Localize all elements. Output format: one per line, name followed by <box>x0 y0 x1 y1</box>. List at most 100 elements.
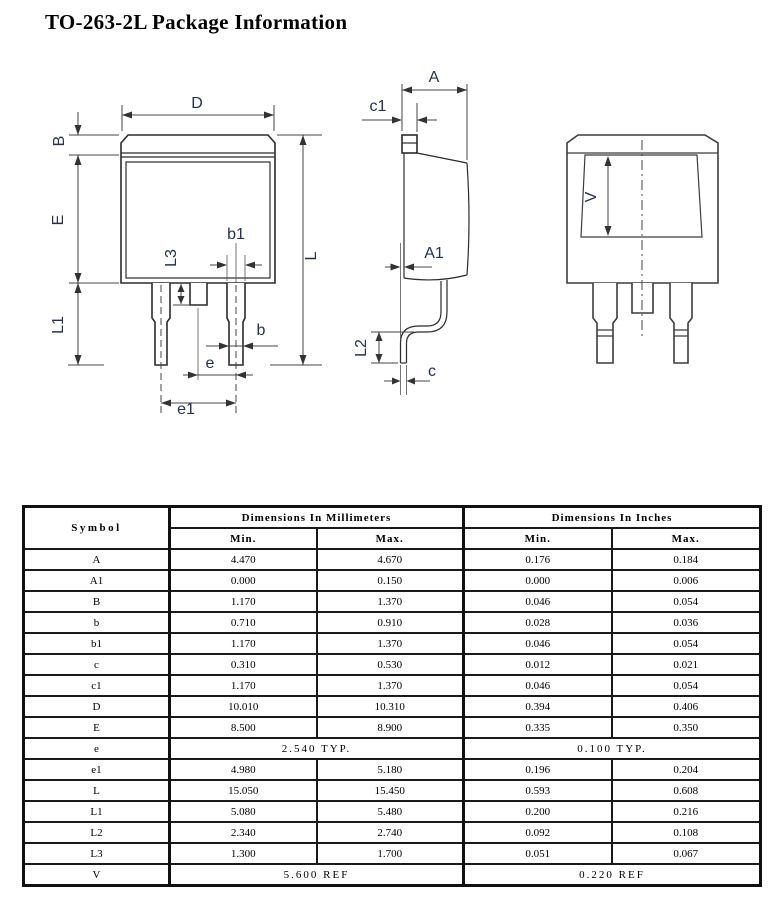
symbol-cell: B <box>22 590 171 613</box>
value-cell: 0.350 <box>610 716 762 739</box>
value-cell: 1.370 <box>315 674 465 697</box>
value-cell: 4.670 <box>315 548 465 571</box>
value-cell: 5.180 <box>315 758 465 781</box>
value-cell: 15.450 <box>315 779 465 802</box>
value-cell: 0.054 <box>610 674 762 697</box>
dim-label-e: e <box>206 355 215 372</box>
value-cell: 0.220 REF <box>462 863 762 887</box>
value-cell: 0.046 <box>462 674 613 697</box>
value-cell: 0.100 TYP. <box>462 737 762 760</box>
dim-label-b: b <box>257 322 266 339</box>
value-cell: 0.150 <box>315 569 465 592</box>
value-cell: 0.710 <box>168 611 318 634</box>
back-view-drawing: V <box>566 134 719 364</box>
value-cell: 15.050 <box>168 779 318 802</box>
value-cell: 0.046 <box>462 632 613 655</box>
value-cell: 5.080 <box>168 800 318 823</box>
dim-label-B: B <box>51 136 68 147</box>
value-cell: 1.170 <box>168 674 318 697</box>
value-cell: 0.046 <box>462 590 613 613</box>
dim-label-V: V <box>583 191 600 202</box>
dim-label-E: E <box>50 215 67 226</box>
value-cell: 0.184 <box>610 548 762 571</box>
dim-label-c: c <box>428 363 436 380</box>
symbol-cell: b1 <box>22 632 171 655</box>
value-cell: 0.335 <box>462 716 613 739</box>
value-cell: 0.092 <box>462 821 613 844</box>
value-cell: 10.310 <box>315 695 465 718</box>
value-cell: 0.608 <box>610 779 762 802</box>
table-header-row-groups: Symbol Dimensions In Millimeters Dimensi… <box>22 505 762 550</box>
value-cell: 0.000 <box>462 569 613 592</box>
value-cell: 0.012 <box>462 653 613 676</box>
header-in-max: Max. <box>610 527 762 550</box>
value-cell: 0.910 <box>315 611 465 634</box>
front-view-drawing: D B E L1 L b1 <box>50 95 322 418</box>
dim-label-L2: L2 <box>353 339 370 357</box>
dim-label-D: D <box>191 95 203 112</box>
dim-label-L3: L3 <box>163 249 180 267</box>
package-drawings: D B E L1 L b1 <box>50 69 719 418</box>
value-cell: 0.021 <box>610 653 762 676</box>
dim-label-e1: e1 <box>177 401 195 418</box>
value-cell: 0.200 <box>462 800 613 823</box>
value-cell: 0.036 <box>610 611 762 634</box>
value-cell: 1.300 <box>168 842 318 865</box>
table-header-row-minmax: Min. Max. Min. Max. <box>24 527 762 550</box>
value-cell: 0.028 <box>462 611 613 634</box>
dimension-table: Symbol Dimensions In Millimeters Dimensi… <box>22 505 762 887</box>
value-cell: 0.051 <box>462 842 613 865</box>
symbol-cell: e <box>22 737 171 760</box>
value-cell: 0.530 <box>315 653 465 676</box>
dim-label-L: L <box>303 251 320 260</box>
value-cell: 0.196 <box>462 758 613 781</box>
value-cell: 0.000 <box>168 569 318 592</box>
symbol-cell: e1 <box>22 758 171 781</box>
header-mm-min: Min. <box>168 527 318 550</box>
value-cell: 5.600 REF <box>168 863 465 887</box>
value-cell: 1.170 <box>168 590 318 613</box>
value-cell: 1.700 <box>315 842 465 865</box>
header-mm: Dimensions In Millimeters <box>168 505 465 529</box>
side-view-drawing: A c1 A1 L2 c <box>353 69 470 395</box>
symbol-cell: L2 <box>22 821 171 844</box>
header-mm-max: Max. <box>315 527 465 550</box>
value-cell: 1.370 <box>315 632 465 655</box>
header-in-min: Min. <box>462 527 613 550</box>
value-cell: 0.406 <box>610 695 762 718</box>
symbol-cell: A1 <box>22 569 171 592</box>
header-symbol: Symbol <box>22 505 171 550</box>
value-cell: 0.204 <box>610 758 762 781</box>
value-cell: 0.216 <box>610 800 762 823</box>
symbol-cell: c <box>22 653 171 676</box>
symbol-cell: E <box>22 716 171 739</box>
value-cell: 4.470 <box>168 548 318 571</box>
page-title: TO-263-2L Package Information <box>45 10 348 34</box>
value-cell: 0.176 <box>462 548 613 571</box>
value-cell: 8.900 <box>315 716 465 739</box>
symbol-cell: c1 <box>22 674 171 697</box>
symbol-cell: b <box>22 611 171 634</box>
symbol-cell: L1 <box>22 800 171 823</box>
symbol-cell: V <box>22 863 171 887</box>
value-cell: 0.108 <box>610 821 762 844</box>
symbol-cell: A <box>22 548 171 571</box>
value-cell: 2.340 <box>168 821 318 844</box>
value-cell: 0.394 <box>462 695 613 718</box>
value-cell: 1.170 <box>168 632 318 655</box>
value-cell: 8.500 <box>168 716 318 739</box>
dim-label-L1: L1 <box>50 316 67 334</box>
